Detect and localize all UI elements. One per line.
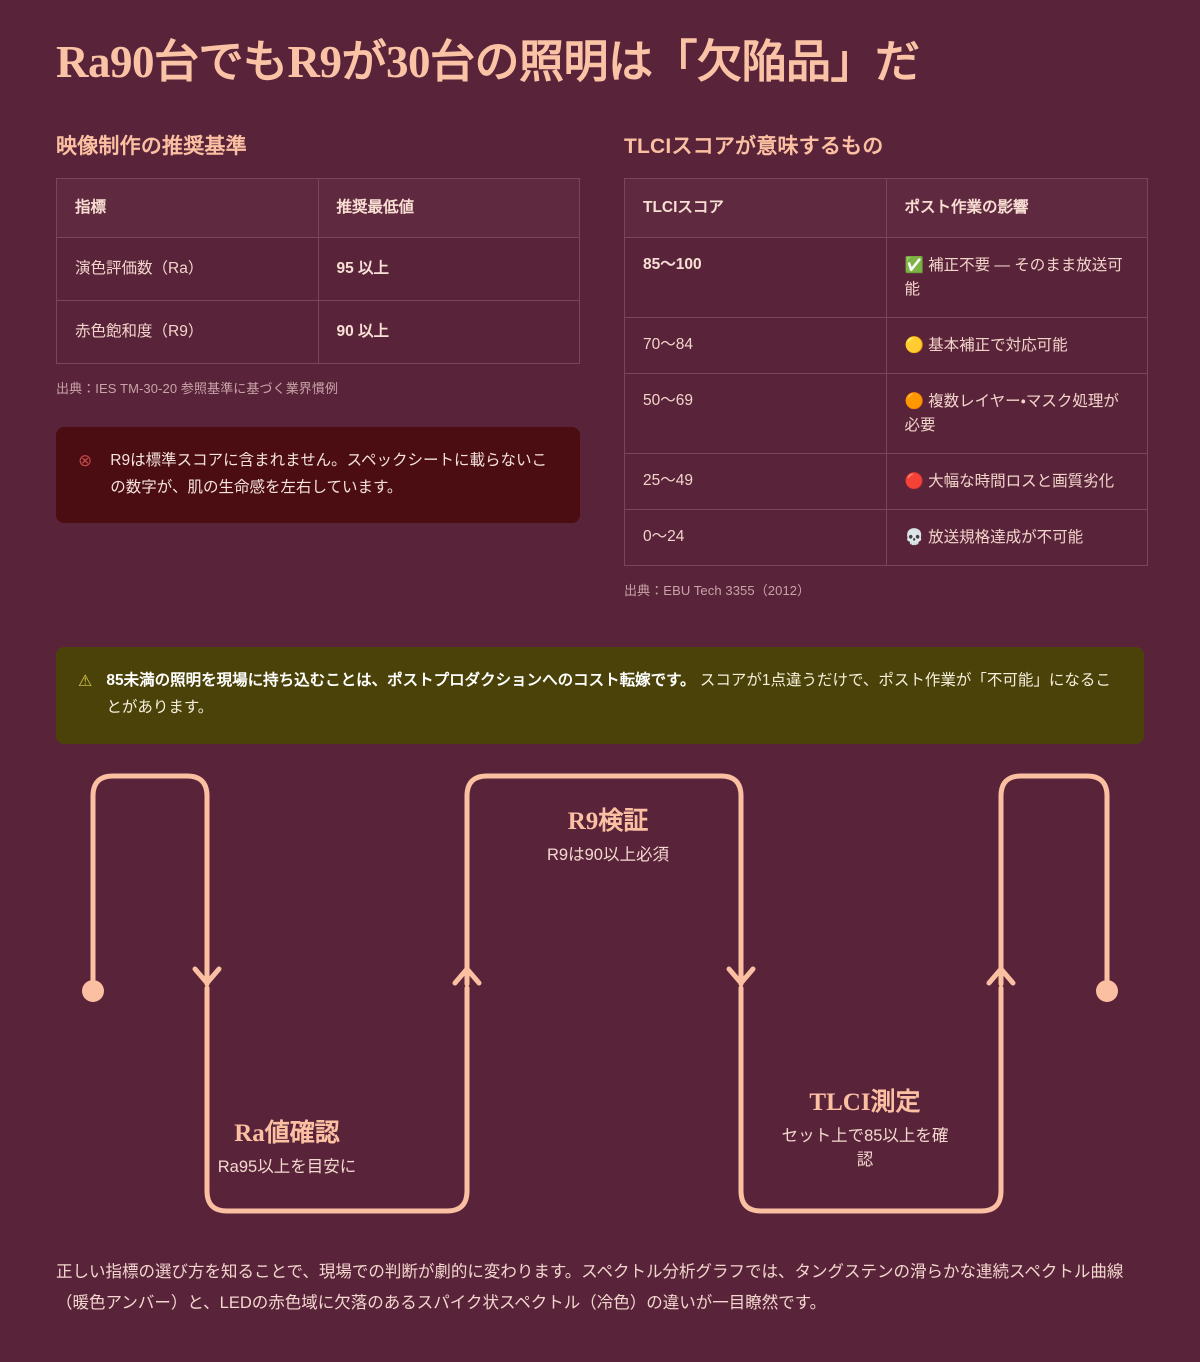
flow-start-dot <box>82 979 104 1002</box>
cell-impact: 💀 放送規格達成が不可能 <box>885 508 1148 566</box>
banner-bold-text: 85未満の照明を現場に持ち込むことは、ポストプロダクションへのコスト転嫁です。 <box>106 671 696 689</box>
check-mark-icon: ✅ <box>904 255 924 274</box>
r9-warning-callout: ⊗ R9は標準スコアに含まれません。スペックシートに載らないこの数字が、肌の生命… <box>56 426 580 523</box>
callout-text: R9は標準スコアに含まれません。スペックシートに載らないこの数字が、肌の生命感を… <box>110 451 548 496</box>
footer-paragraph: 正しい指標の選び方を知ることで、現場での判断が劇的に変わります。スペクトル分析グ… <box>56 1263 1124 1312</box>
table-row: 演色評価数（Ra） 95 以上 <box>56 236 580 301</box>
table-row: 赤色飽和度（R9） 90 以上 <box>56 299 580 364</box>
table-row: 50〜69 🟠 複数レイヤー・マスク処理が必要 <box>624 372 1148 454</box>
table-header-row: TLCIスコア ポスト作業の影響 <box>624 177 1148 238</box>
cell-minimum: 95 以上 <box>317 236 580 301</box>
right-source-note: 出典：EBU Tech 3355（2012） <box>624 582 811 598</box>
banner-rest-text: スコアが1点違うだけで、ポスト作業が「不可能」になることがあります。 <box>106 671 1111 717</box>
flow-segment-2 <box>204 985 470 1214</box>
arrow-head-down-tlci <box>726 966 756 986</box>
impact-text: 補正不要 — そのまま放送可能 <box>904 256 1123 298</box>
table-row: 85〜100 ✅ 補正不要 — そのまま放送可能 <box>624 236 1148 318</box>
tlci-score-table: TLCIスコア ポスト作業の影響 85〜100 ✅ 補正不要 — そのまま放送可… <box>624 177 1148 566</box>
yellow-circle-icon: 🟡 <box>904 335 924 354</box>
column-header-minimum: 推奨最低値 <box>317 177 580 238</box>
table-row: 0〜24 💀 放送規格達成が不可能 <box>624 508 1148 566</box>
flow-segment-5 <box>998 773 1110 987</box>
left-section-heading: 映像制作の推奨基準 <box>56 134 247 158</box>
red-circle-icon: 🔴 <box>904 471 924 490</box>
impact-text: 基本補正で対応可能 <box>928 336 1068 354</box>
impact-text: 複数レイヤー・マスク処理が必要 <box>904 392 1119 434</box>
cell-score: 85〜100 <box>624 236 887 318</box>
cell-score: 25〜49 <box>624 452 887 510</box>
skull-icon: 💀 <box>904 527 924 546</box>
circled-x-icon: ⊗ <box>78 450 93 471</box>
table-header-row: 指標 推奨最低値 <box>56 177 580 238</box>
column-header-impact: ポスト作業の影響 <box>885 177 1148 238</box>
column-header-score: TLCIスコア <box>624 177 887 238</box>
cell-impact: 🟠 複数レイヤー・マスク処理が必要 <box>885 372 1148 454</box>
column-header-metric: 指標 <box>56 177 319 238</box>
two-column-layout: 映像制作の推奨基準 指標 推奨最低値 演色評価数（Ra） 95 以上 赤色飽和度… <box>56 130 1148 599</box>
workflow-path-svg <box>82 773 1118 1214</box>
cell-score: 50〜69 <box>624 372 887 454</box>
banner-text: 85未満の照明を現場に持ち込むことは、ポストプロダクションへのコスト転嫁です。 … <box>106 667 1118 722</box>
impact-text: 大幅な時間ロスと画質劣化 <box>928 472 1115 490</box>
right-column: TLCIスコアが意味するもの TLCIスコア ポスト作業の影響 85〜100 ✅… <box>624 130 1148 599</box>
cost-warning-banner: ⚠ 85未満の照明を現場に持ち込むことは、ポストプロダクションへのコスト転嫁です… <box>56 646 1144 744</box>
right-section-heading: TLCIスコアが意味するもの <box>624 134 884 158</box>
page-title: Ra90台でもR9が30台の照明は「欠陥品」だ <box>56 37 920 87</box>
arrow-head-up-end <box>986 966 1016 986</box>
left-column: 映像制作の推奨基準 指標 推奨最低値 演色評価数（Ra） 95 以上 赤色飽和度… <box>56 130 580 599</box>
flow-segment-4 <box>738 985 1004 1214</box>
cell-impact: 🟡 基本補正で対応可能 <box>885 316 1148 374</box>
arrow-head-down-ra <box>192 966 222 986</box>
cell-metric: 赤色飽和度（R9） <box>56 299 319 364</box>
flow-segment-1 <box>90 773 210 987</box>
cell-impact: 🔴 大幅な時間ロスと画質劣化 <box>885 452 1148 510</box>
flow-segment-3 <box>464 773 744 987</box>
cell-score: 0〜24 <box>624 508 887 566</box>
cell-metric: 演色評価数（Ra） <box>56 236 319 301</box>
arrow-head-up-r9 <box>452 966 482 986</box>
workflow-diagram <box>56 766 1144 1236</box>
table-row: 70〜84 🟡 基本補正で対応可能 <box>624 316 1148 374</box>
flow-end-dot <box>1096 979 1118 1002</box>
cell-score: 70〜84 <box>624 316 887 374</box>
impact-text: 放送規格達成が不可能 <box>928 528 1084 546</box>
orange-circle-icon: 🟠 <box>904 391 924 410</box>
table-row: 25〜49 🔴 大幅な時間ロスと画質劣化 <box>624 452 1148 510</box>
cell-minimum: 90 以上 <box>317 299 580 364</box>
cell-impact: ✅ 補正不要 — そのまま放送可能 <box>885 236 1148 318</box>
recommended-standards-table: 指標 推奨最低値 演色評価数（Ra） 95 以上 赤色飽和度（R9） 90 以上 <box>56 177 580 364</box>
warning-triangle-icon: ⚠ <box>78 670 93 690</box>
left-source-note: 出典：IES TM-30-20 参照基準に基づく業界慣例 <box>56 380 339 396</box>
